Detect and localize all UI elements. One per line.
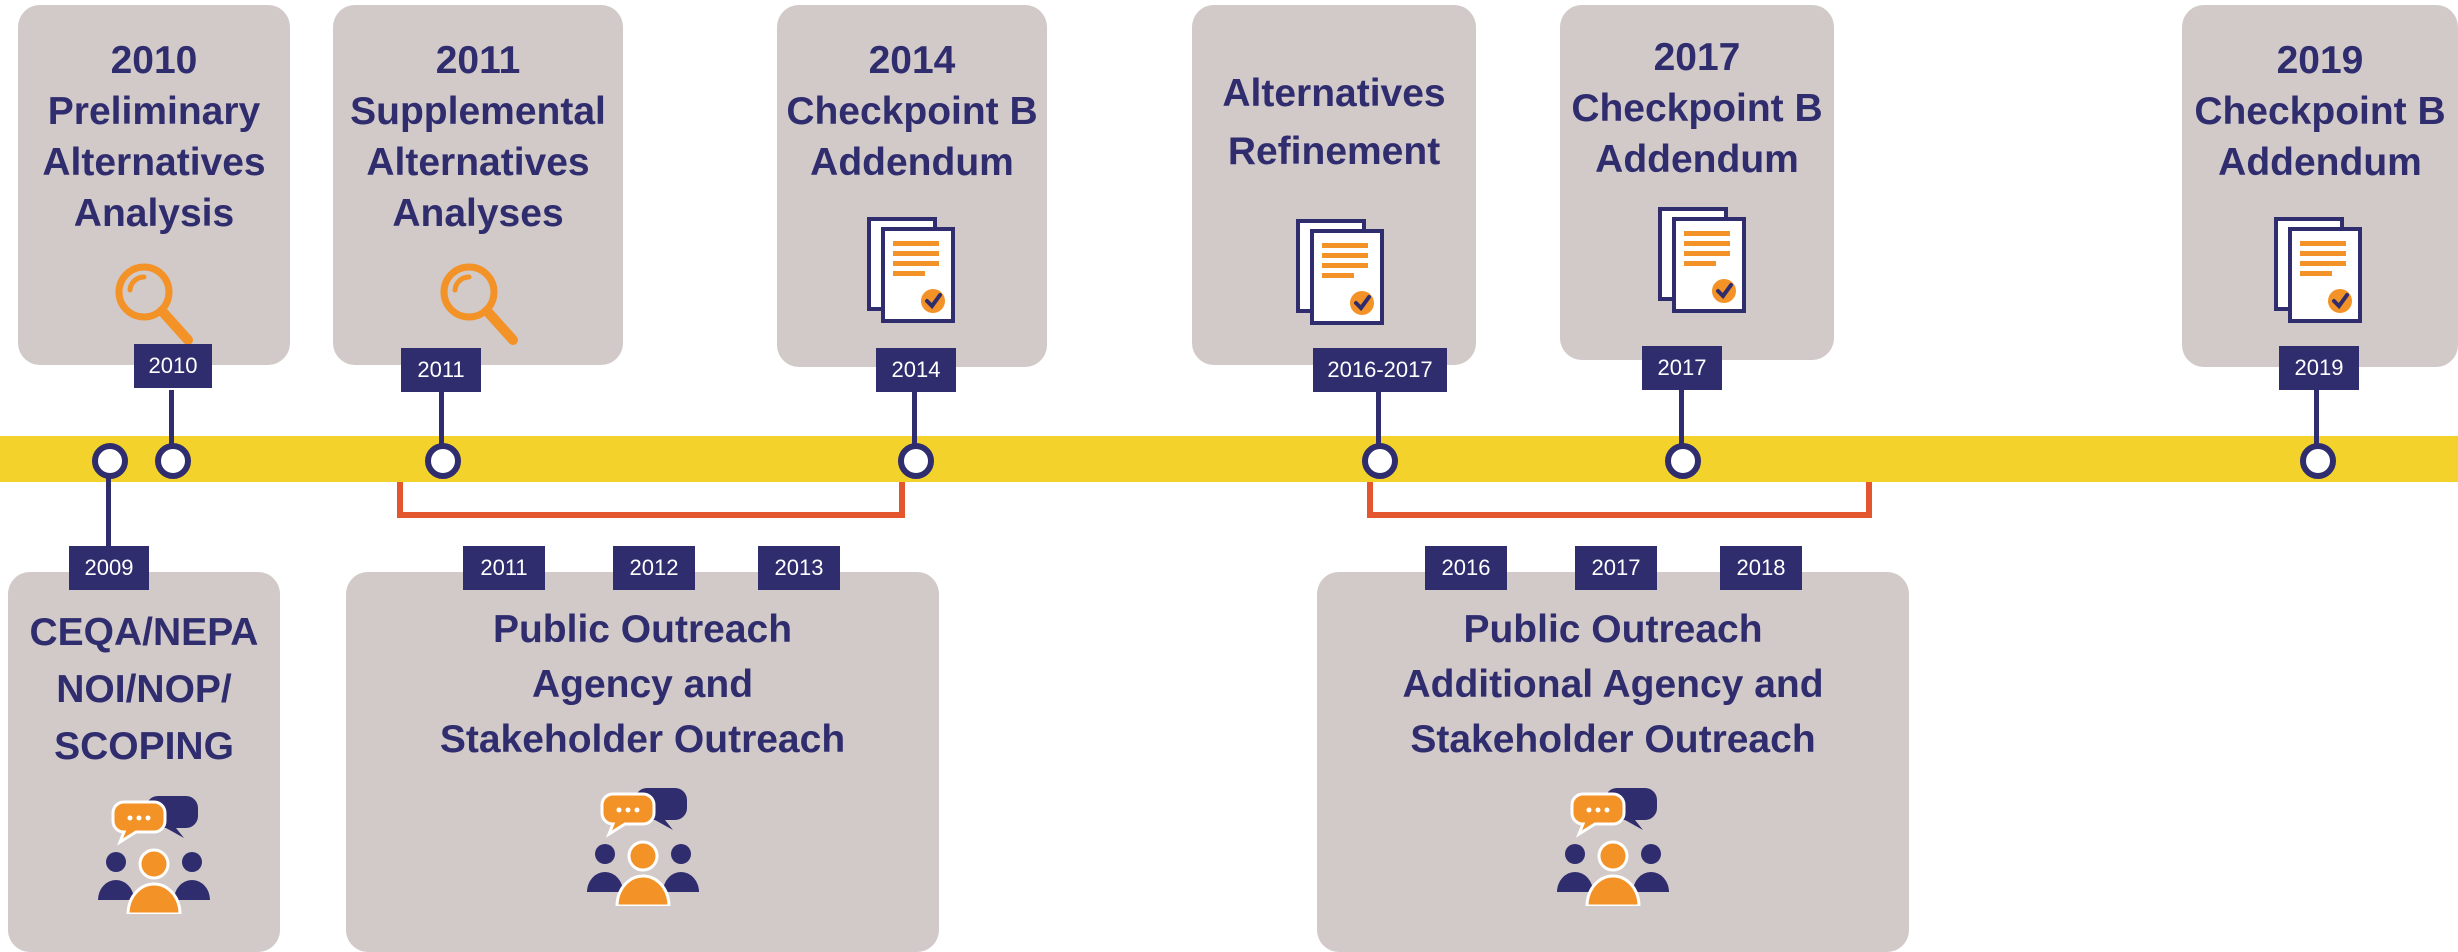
year-tag-2016-2017: 2016-2017 bbox=[1313, 348, 1447, 392]
year-tag-2010: 2010 bbox=[134, 344, 212, 388]
event-title-line: Analysis bbox=[73, 192, 235, 235]
event-title-line: Checkpoint B bbox=[2194, 90, 2446, 133]
event-card-2010-preliminary-alternatives: 2010 Preliminary Alternatives Analysis bbox=[18, 5, 290, 365]
event-title-line: Analyses bbox=[392, 192, 564, 235]
event-title-line: SCOPING bbox=[54, 725, 234, 768]
event-card-2019-checkpoint-b: 2019 Checkpoint B Addendum bbox=[2182, 5, 2458, 367]
event-title-line: Stakeholder Outreach bbox=[439, 718, 846, 761]
document-check-icon bbox=[2274, 217, 2362, 323]
timeline-dot-2010 bbox=[155, 443, 191, 479]
timeline-stem bbox=[2314, 390, 2319, 460]
year-tag-2017: 2017 bbox=[1642, 346, 1722, 390]
event-title-line: Public Outreach bbox=[492, 608, 793, 651]
event-title-line: Checkpoint B bbox=[1571, 87, 1823, 130]
event-card-2017-checkpoint-b: 2017 Checkpoint B Addendum bbox=[1560, 5, 1834, 360]
event-title-line: 2014 bbox=[868, 39, 956, 82]
event-title-line: Stakeholder Outreach bbox=[1410, 718, 1816, 761]
event-title-line: Alternatives bbox=[366, 141, 590, 184]
event-title-line: 2017 bbox=[1653, 36, 1741, 79]
timeline-stem bbox=[439, 390, 444, 460]
event-title-line: Refinement bbox=[1227, 130, 1441, 173]
timeline-dot-2014 bbox=[898, 443, 934, 479]
event-title-line: Additional Agency and bbox=[1402, 663, 1824, 706]
timeline-dot-2017 bbox=[1665, 443, 1701, 479]
timeline-dot-2019 bbox=[2300, 443, 2336, 479]
year-tag-2014: 2014 bbox=[876, 348, 956, 392]
event-title-line: Preliminary bbox=[47, 90, 261, 133]
event-title-line: Alternatives bbox=[1222, 72, 1446, 115]
event-title: 2017 Checkpoint B Addendum bbox=[1560, 32, 1834, 185]
timeline-stem bbox=[912, 390, 917, 460]
people-chat-icon bbox=[98, 796, 210, 914]
event-title-line: Addendum bbox=[2218, 141, 2422, 184]
event-title: Public Outreach Agency and Stakeholder O… bbox=[346, 602, 939, 767]
year-tag-2009: 2009 bbox=[69, 546, 149, 590]
year-tag-2018: 2018 bbox=[1720, 546, 1802, 590]
event-title-line: Addendum bbox=[1595, 138, 1799, 181]
event-title-line: Checkpoint B bbox=[786, 90, 1038, 133]
event-title-line: Supplemental bbox=[350, 90, 606, 133]
event-title-line: NOI/NOP/ bbox=[56, 668, 232, 711]
timeline-stem bbox=[1679, 390, 1684, 460]
year-tag-2016: 2016 bbox=[1425, 546, 1507, 590]
magnifier-icon bbox=[440, 263, 518, 345]
magnifier-icon bbox=[115, 263, 193, 345]
event-title-line: 2010 bbox=[110, 39, 198, 82]
year-tag-2011: 2011 bbox=[401, 348, 481, 392]
event-title: 2014 Checkpoint B Addendum bbox=[777, 35, 1047, 188]
event-title: CEQA/NEPA NOI/NOP/ SCOPING bbox=[8, 604, 280, 775]
event-title-line: Agency and bbox=[531, 663, 754, 706]
timeline-dot-2011 bbox=[425, 443, 461, 479]
year-tag-2019: 2019 bbox=[2279, 346, 2359, 390]
event-title-line: Addendum bbox=[810, 141, 1014, 184]
document-check-icon bbox=[1296, 219, 1384, 325]
event-title-line: Public Outreach bbox=[1463, 608, 1763, 651]
event-title-line: CEQA/NEPA bbox=[29, 611, 259, 654]
people-chat-icon bbox=[587, 788, 699, 906]
timeline-dot-2009 bbox=[92, 443, 128, 479]
event-title: 2010 Preliminary Alternatives Analysis bbox=[18, 35, 290, 239]
event-card-public-outreach-2016-2018: Public Outreach Additional Agency and St… bbox=[1317, 572, 1909, 952]
timeline-axis bbox=[0, 436, 2458, 482]
event-title: 2011 Supplemental Alternatives Analyses bbox=[333, 35, 623, 239]
timeline-stem bbox=[169, 390, 174, 460]
document-check-icon bbox=[867, 217, 955, 323]
event-card-2014-checkpoint-b: 2014 Checkpoint B Addendum bbox=[777, 5, 1047, 367]
timeline-dot-2016 bbox=[1362, 443, 1398, 479]
outreach-bracket-2016-2018 bbox=[1367, 482, 1872, 518]
event-title: Public Outreach Additional Agency and St… bbox=[1317, 602, 1909, 767]
document-check-icon bbox=[1658, 207, 1746, 313]
outreach-bracket-2011-2013 bbox=[397, 482, 905, 518]
year-tag-2011: 2011 bbox=[463, 546, 545, 590]
event-title-line: 2011 bbox=[435, 39, 521, 82]
event-title: 2019 Checkpoint B Addendum bbox=[2182, 35, 2458, 188]
year-tag-2017: 2017 bbox=[1575, 546, 1657, 590]
event-title-line: 2019 bbox=[2276, 39, 2364, 82]
event-card-2011-supplemental-alternatives: 2011 Supplemental Alternatives Analyses bbox=[333, 5, 623, 365]
event-card-2016-2017-alternatives-refinement: Alternatives Refinement bbox=[1192, 5, 1476, 365]
year-tag-2012: 2012 bbox=[613, 546, 695, 590]
people-chat-icon bbox=[1557, 788, 1669, 906]
year-tag-2013: 2013 bbox=[758, 546, 840, 590]
event-card-2009-ceqa-nepa-scoping: CEQA/NEPA NOI/NOP/ SCOPING bbox=[8, 572, 280, 952]
timeline-stem bbox=[106, 470, 111, 550]
event-title-line: Alternatives bbox=[42, 141, 266, 184]
timeline-stem bbox=[1376, 390, 1381, 460]
event-card-public-outreach-2011-2013: Public Outreach Agency and Stakeholder O… bbox=[346, 572, 939, 952]
event-title: Alternatives Refinement bbox=[1192, 65, 1476, 181]
